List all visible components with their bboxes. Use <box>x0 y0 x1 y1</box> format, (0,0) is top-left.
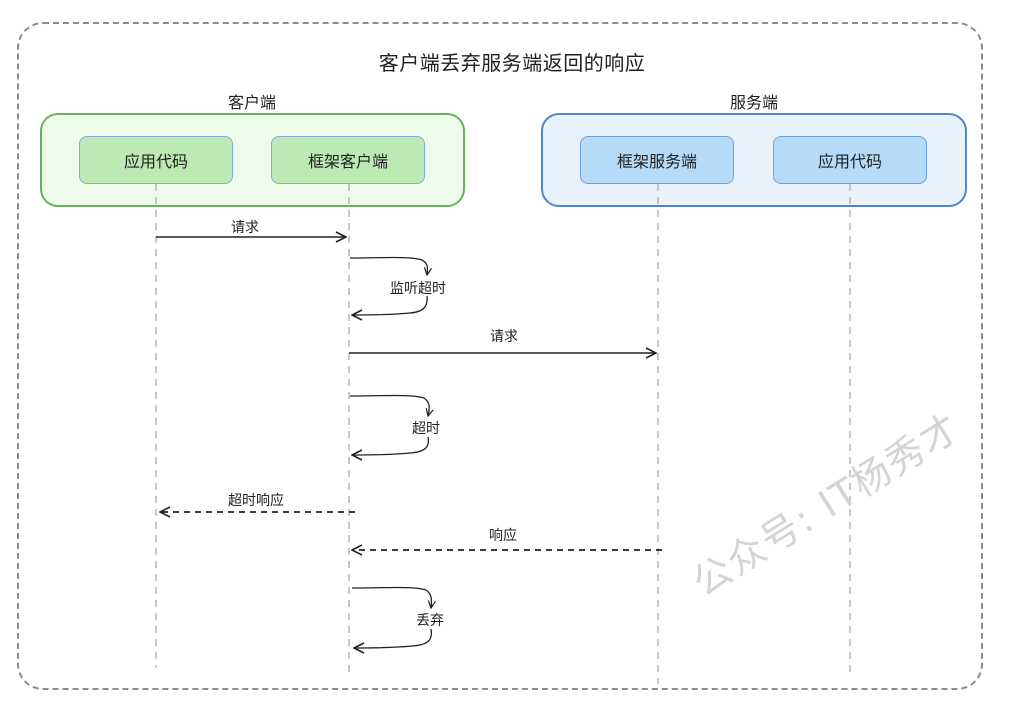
server-group-label: 服务端 <box>729 93 778 112</box>
arrow-self-timeout-out <box>349 394 429 417</box>
actor-server-app: 应用代码 <box>773 136 927 184</box>
arrow-self-discard-out <box>351 586 431 609</box>
actor-client-app: 应用代码 <box>79 136 233 184</box>
diagram-title: 客户端丢弃服务端返回的响应 <box>378 51 646 75</box>
message-label-timeout-response: 超时响应 <box>228 493 284 509</box>
message-label-response: 响应 <box>489 528 517 544</box>
actor-client-app-label: 应用代码 <box>123 152 188 171</box>
arrow-self-discard-back <box>354 628 433 648</box>
arrow-self-listen-timeout-back <box>352 295 428 315</box>
actor-server-app-label: 应用代码 <box>817 152 882 171</box>
actor-server-framework-label: 框架服务端 <box>616 152 697 171</box>
message-label-listen-timeout: 监听超时 <box>390 281 446 297</box>
actor-client-framework: 框架客户端 <box>271 136 425 184</box>
message-label-timeout: 超时 <box>412 421 440 437</box>
actor-server-framework: 框架服务端 <box>580 136 734 184</box>
message-label-request-2: 请求 <box>490 329 518 345</box>
diagram-frame <box>17 22 983 690</box>
arrow-self-listen-timeout-out <box>349 256 427 276</box>
message-label-request-1: 请求 <box>231 220 259 236</box>
actor-client-framework-label: 框架客户端 <box>307 152 388 171</box>
message-label-discard: 丢弃 <box>416 613 444 629</box>
arrow-self-timeout-back <box>352 436 430 455</box>
client-group-label: 客户端 <box>227 93 276 112</box>
